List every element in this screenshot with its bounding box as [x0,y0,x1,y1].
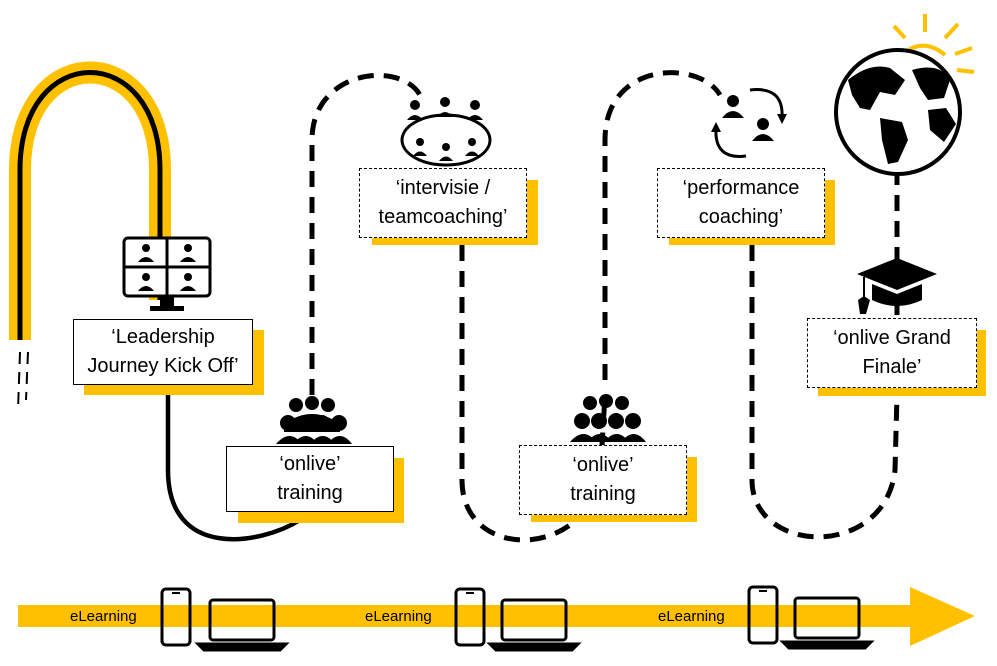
video-call-grid-icon [122,236,212,311]
stage-kickoff-label: ‘Leadership Journey Kick Off’ [73,319,253,385]
stage-finale-label: ‘onlive Grand Finale’ [807,318,977,388]
elearning-label: eLearning [70,608,137,625]
group-people-icon [570,394,646,442]
globe-sun-icon [834,14,975,176]
smartphone-icon [160,587,192,647]
team-circle-icon [400,97,492,167]
elearning-arrow-head [910,587,975,646]
coaching-exchange-icon [711,88,787,158]
group-people-icon [276,396,352,444]
stage-performance-label: ‘performance coaching’ [657,168,825,238]
solid-u-path [165,390,302,542]
laptop-icon [194,598,290,652]
smartphone-icon [454,587,486,647]
start-dashes-2 [25,351,29,401]
smartphone-icon [747,585,779,645]
elearning-label: eLearning [365,608,432,625]
start-arch-yellow [9,61,171,340]
graduation-cap-icon [857,258,937,314]
start-arch-line [17,70,163,340]
stage-training-1-label: ‘onlive’ training [226,446,394,512]
stage-training-2-label: ‘onlive’ training [519,445,687,515]
stage-intervisie-label: ‘intervisie / teamcoaching’ [359,168,527,238]
dashed-journey-line [309,70,900,543]
start-dashes [17,351,21,411]
elearning-label: eLearning [658,608,725,625]
laptop-icon [486,598,582,652]
laptop-icon [779,596,875,650]
elearning-arrow-bar [18,605,918,627]
